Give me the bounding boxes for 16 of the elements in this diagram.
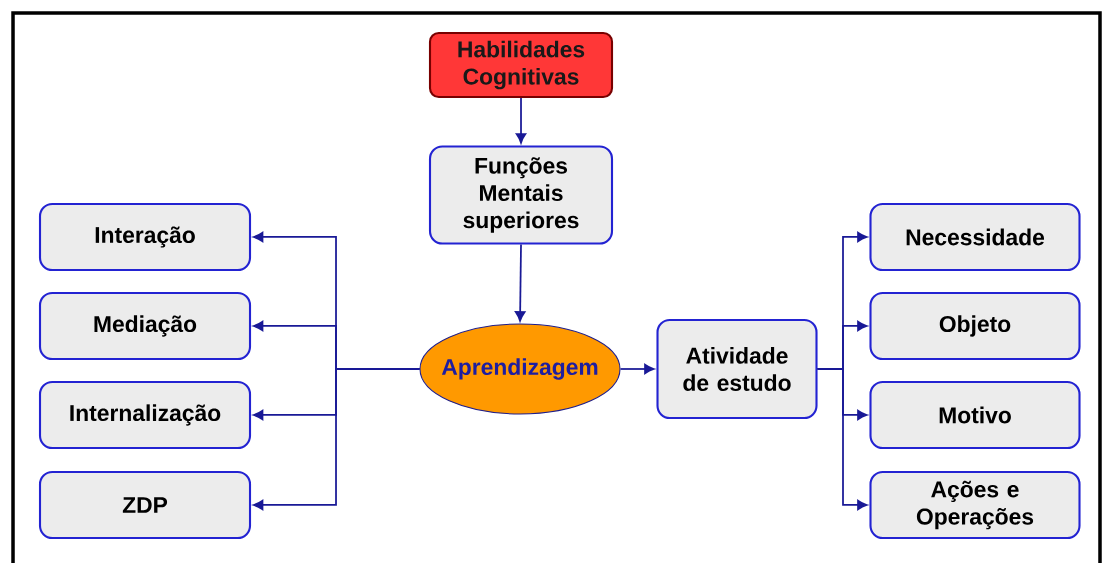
process-box: Necessidade bbox=[869, 202, 1081, 272]
arrow bbox=[515, 97, 527, 144]
process-box: ZDP bbox=[38, 470, 252, 540]
process-box: Ações e Operações bbox=[869, 470, 1081, 540]
arrow bbox=[619, 363, 655, 375]
arrow bbox=[514, 243, 526, 322]
arrow bbox=[816, 368, 868, 511]
process-box: Funções Mentais superiores bbox=[428, 145, 614, 245]
process-box: Motivo bbox=[869, 380, 1081, 450]
process-box: Mediação bbox=[38, 291, 252, 361]
process-box: Internalização bbox=[38, 380, 252, 450]
process-box: Objeto bbox=[869, 291, 1081, 361]
process-box: Interação bbox=[38, 202, 252, 272]
highlighted-box: Habilidades Cognitivas bbox=[428, 31, 614, 99]
process-box: Atividade de estudo bbox=[656, 318, 818, 420]
arrow bbox=[252, 368, 421, 511]
